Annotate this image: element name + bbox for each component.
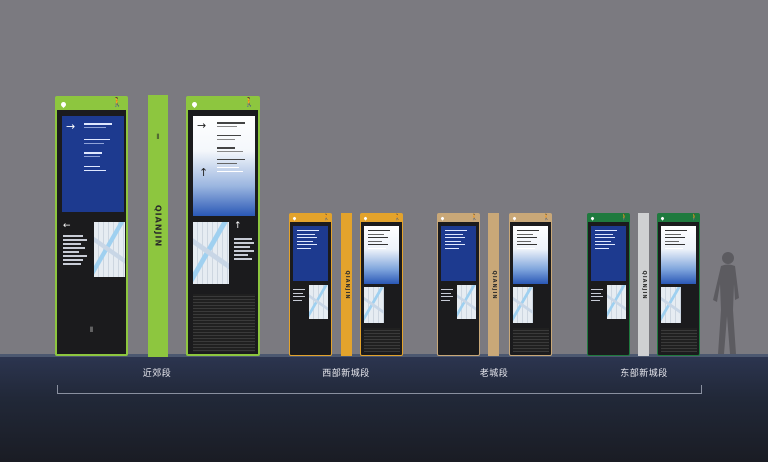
- location-pin-icon: [660, 215, 665, 221]
- sign-gradient-screen: → ↑: [193, 116, 255, 216]
- arrow-up-icon: ↑: [199, 166, 209, 179]
- sign-header: 🚶: [290, 214, 331, 222]
- large-sign-green-white: 🚶 → ↑ ↑: [186, 96, 260, 356]
- destination-list: [591, 289, 605, 303]
- section-label-west-new-town: 西部新城段: [322, 369, 370, 379]
- location-pin-icon: [59, 100, 68, 108]
- area-map: [364, 287, 384, 323]
- section-label-east-new-town: 东部新城段: [620, 369, 668, 379]
- area-map: [309, 285, 328, 319]
- pedestrian-icon: 🚶: [620, 214, 628, 221]
- pedestrian-icon: 🚶: [111, 98, 123, 108]
- small-sign-orange-blue: 🚶: [289, 213, 332, 356]
- sign-blue-screen: [441, 226, 476, 281]
- destination-lines: [595, 230, 623, 251]
- small-sign-tan-blue: 🚶: [437, 213, 480, 356]
- area-map: [661, 287, 681, 323]
- extent-bracket: [57, 385, 702, 394]
- ventilation-grille: [193, 294, 255, 352]
- destination-lines: [517, 230, 545, 251]
- sign-header: 🚶: [438, 214, 479, 222]
- large-sign-green-blue: 🚶 → ← ⫴: [55, 96, 128, 356]
- area-map: [513, 287, 533, 323]
- destination-list: [234, 238, 256, 262]
- area-map: [457, 285, 476, 319]
- sign-header: 🚶: [188, 98, 258, 110]
- sign-gradient-screen: [513, 226, 548, 284]
- pillar-brand-text: QIANJIN: [153, 204, 163, 248]
- destination-lines: [445, 230, 473, 251]
- ground-strip: [0, 356, 768, 462]
- section-label-old-town: 老城段: [479, 369, 509, 379]
- pedestrian-icon: 🚶: [542, 214, 550, 221]
- small-sign-orange-white: 🚶: [360, 213, 403, 356]
- pillar-brand-text: QIANJIN: [490, 269, 497, 300]
- destination-list: [293, 289, 307, 303]
- arrow-left-icon: ←: [63, 221, 71, 231]
- small-sign-tan-white: 🚶: [509, 213, 552, 356]
- area-map: [193, 222, 229, 284]
- pillar-green: ⫴ QIANJIN: [148, 95, 168, 357]
- arrow-right-icon: →: [197, 119, 207, 132]
- section-label-suburban: 近郊段: [142, 369, 172, 379]
- sign-header: 🚶: [361, 214, 402, 222]
- ventilation-grille: [513, 328, 549, 352]
- pedestrian-icon: 🚶: [393, 214, 401, 221]
- arrow-up-icon: ↑: [234, 221, 242, 231]
- arrow-right-icon: →: [66, 120, 76, 133]
- pillar-logo: ⫴: [156, 133, 160, 141]
- destination-list: [441, 289, 455, 303]
- destination-lines: [665, 230, 693, 251]
- brand-logo: ⫴: [90, 326, 93, 334]
- sign-blue-screen: [591, 226, 626, 281]
- ventilation-grille: [364, 328, 400, 352]
- pedestrian-icon: 🚶: [322, 214, 330, 221]
- sign-gradient-screen: [661, 226, 696, 284]
- small-sign-darkgreen-white: 🚶: [657, 213, 700, 356]
- area-map: [607, 285, 626, 319]
- pillar-lightgray: QIANJIN: [638, 213, 649, 356]
- small-sign-darkgreen-blue: 🚶: [587, 213, 630, 356]
- location-pin-icon: [512, 215, 517, 221]
- person-silhouette: [713, 252, 739, 354]
- sign-gradient-screen: [364, 226, 399, 284]
- ventilation-grille: [661, 328, 697, 352]
- pillar-brand-text: QIANJIN: [640, 269, 647, 300]
- sign-blue-screen: [293, 226, 328, 281]
- sign-blue-screen: →: [62, 116, 124, 212]
- sign-header: 🚶: [510, 214, 551, 222]
- location-pin-icon: [292, 215, 297, 221]
- sign-header: 🚶: [57, 98, 126, 110]
- destination-list: [63, 235, 91, 267]
- location-pin-icon: [440, 215, 445, 221]
- destination-lines: [84, 123, 120, 174]
- sign-header: 🚶: [588, 214, 629, 222]
- location-pin-icon: [590, 215, 595, 221]
- location-pin-icon: [190, 100, 199, 108]
- destination-lines: [297, 230, 325, 251]
- sign-header: 🚶: [658, 214, 699, 222]
- location-pin-icon: [363, 215, 368, 221]
- area-map: [94, 222, 125, 277]
- pedestrian-icon: 🚶: [470, 214, 478, 221]
- pedestrian-icon: 🚶: [243, 98, 255, 108]
- pedestrian-icon: 🚶: [690, 214, 698, 221]
- pillar-brand-text: QIANJIN: [343, 269, 350, 300]
- destination-lines: [368, 230, 396, 251]
- pillar-tan: QIANJIN: [488, 213, 499, 356]
- destination-lines: [217, 122, 251, 175]
- pillar-orange: QIANJIN: [341, 213, 352, 356]
